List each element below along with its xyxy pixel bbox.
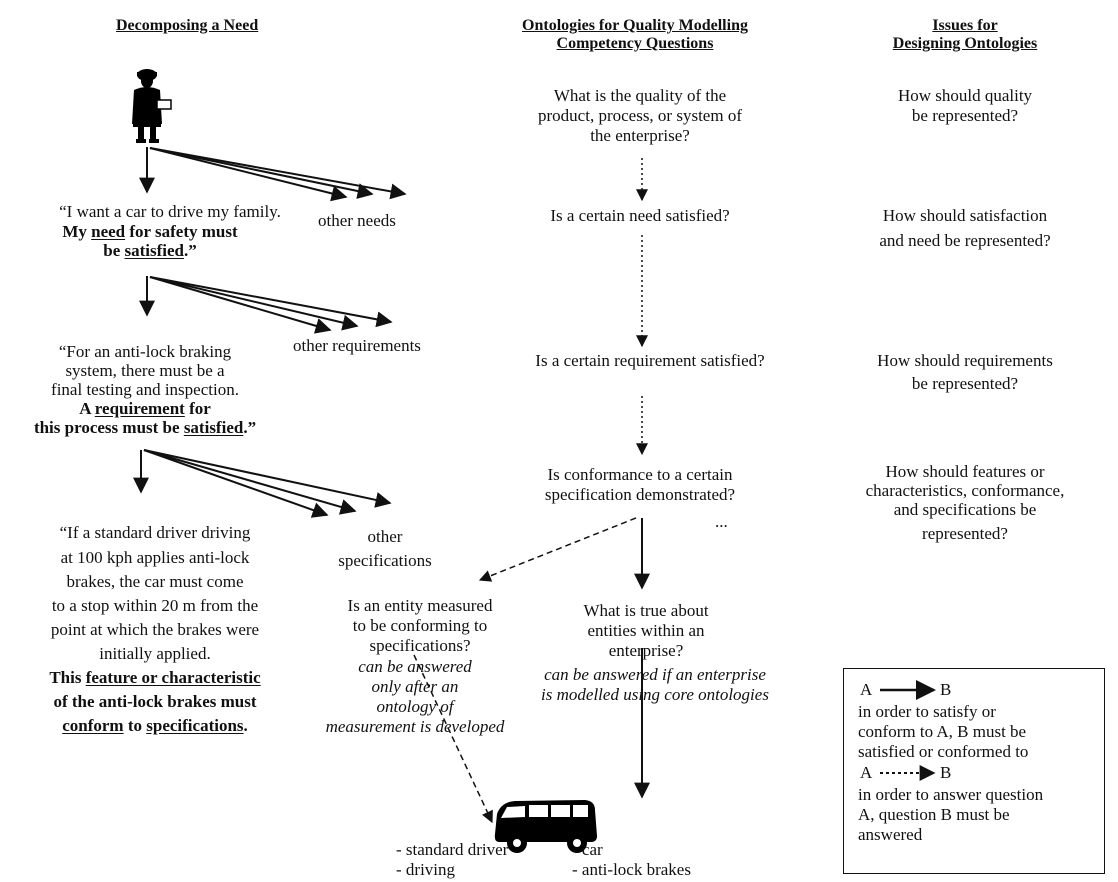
- spec-line-8: of the anti-lock brakes must: [53, 692, 257, 711]
- question-conformance-1: Is conformance to a certain: [547, 465, 733, 484]
- arrow-person-to-other-need-1: [149, 147, 348, 202]
- other-needs-label: other needs: [318, 211, 396, 230]
- req-line-4: A requirement for: [79, 399, 211, 418]
- spec-line-1: “If a standard driver driving: [59, 523, 251, 542]
- header-ontologies: Ontologies for Quality Modelling: [522, 17, 748, 34]
- arrow-q5-to-car: [413, 654, 493, 824]
- req-line-1: “For an anti-lock braking: [58, 342, 232, 361]
- issue-features-3: and specifications be: [893, 500, 1037, 519]
- arrow-req-to-other-spec-3: [143, 449, 392, 508]
- question-true-entities-note-1: can be answered if an enterprise: [544, 665, 766, 684]
- arrow-req-to-other-spec-2: [143, 449, 357, 515]
- legend-b-solid: B: [940, 680, 952, 699]
- entity-car: - car: [572, 840, 603, 859]
- entity-anti-lock-brakes: - anti-lock brakes: [572, 860, 691, 879]
- spec-line-7: This feature or characteristic: [49, 668, 261, 687]
- customer-person-icon: [132, 69, 172, 143]
- req-line-3: final testing and inspection.: [51, 380, 239, 399]
- legend-a-dotted: A: [860, 763, 873, 782]
- spec-line-5: point at which the brakes were: [50, 620, 260, 639]
- arrow-person-to-other-need-3: [149, 147, 407, 200]
- issue-requirements-1: How should requirements: [877, 351, 1053, 370]
- issue-features-4: represented?: [922, 524, 1008, 543]
- question-measured-2: to be conforming to: [352, 616, 488, 635]
- arrow-req-to-other-spec-1: [143, 449, 329, 518]
- legend-box: [843, 668, 1105, 874]
- question-true-entities-2: entities within an: [587, 621, 705, 640]
- spec-line-6: initially applied.: [99, 644, 211, 663]
- question-measured-3: specifications?: [369, 636, 471, 655]
- legend-b-dotted: B: [940, 763, 952, 782]
- legend-a-solid: A: [860, 680, 873, 699]
- req-line-5: this process must be satisfied.”: [33, 418, 257, 437]
- question-need: Is a certain need satisfied?: [550, 206, 730, 225]
- need-line-3: be satisfied.”: [103, 241, 197, 260]
- issue-quality-1: How should quality: [897, 86, 1033, 105]
- legend-dotted-desc-2: A, question B must be: [858, 805, 1010, 824]
- req-line-2: system, there must be a: [65, 361, 225, 380]
- arrow-need-to-other-req-2: [149, 276, 359, 331]
- need-line-2: My need for safety must: [62, 222, 238, 241]
- issue-satisfaction-2: and need be represented?: [879, 231, 1051, 250]
- question-true-entities-1: What is true about: [583, 601, 709, 620]
- header-issues: Issues for: [932, 17, 998, 34]
- question-true-entities-3: enterprise?: [608, 641, 684, 660]
- legend-dotted-desc-3: answered: [858, 825, 923, 844]
- legend-solid-desc-2: conform to A, B must be: [858, 722, 1027, 741]
- legend-dotted-desc-1: in order to answer question: [858, 785, 1044, 804]
- entity-standard-driver: - standard driver: [396, 840, 509, 859]
- issue-features-2: characteristics, conformance,: [865, 481, 1065, 500]
- car-icon: [494, 800, 597, 853]
- question-measured-1: Is an entity measured: [347, 596, 493, 615]
- question-true-entities-note-2: is modelled using core ontologies: [541, 685, 769, 704]
- question-quality-2: product, process, or system of: [538, 106, 742, 125]
- spec-line-4: to a stop within 20 m from the: [51, 596, 259, 615]
- question-requirement: Is a certain requirement satisfied?: [535, 351, 765, 370]
- issue-quality-2: be represented?: [911, 106, 1019, 125]
- spec-line-3: brakes, the car must come: [66, 572, 244, 591]
- question-measured-note-1: can be answered: [358, 657, 472, 676]
- other-specifications-label-2: specifications: [338, 551, 432, 570]
- issue-requirements-2: be represented?: [911, 374, 1019, 393]
- question-measured-note-2: only after an: [371, 677, 459, 696]
- arrow-need-to-other-req-3: [149, 276, 393, 328]
- legend-solid-desc-1: in order to satisfy or: [858, 702, 996, 721]
- arrow-q4-to-q5: [478, 517, 637, 582]
- header-decomposing-need: Decomposing a Need: [116, 17, 259, 34]
- need-line-1: “I want a car to drive my family.: [59, 202, 281, 221]
- header-competency-questions: Competency Questions: [556, 35, 714, 52]
- header-designing-ontologies: Designing Ontologies: [892, 35, 1038, 52]
- question-quality-3: the enterprise?: [590, 126, 690, 145]
- question-measured-note-3: ontology of: [376, 697, 454, 716]
- other-requirements-label: other requirements: [293, 336, 421, 355]
- question-conformance-2: specification demonstrated?: [544, 485, 736, 504]
- entity-driving: - driving: [396, 860, 456, 879]
- question-ellipsis: ...: [715, 512, 728, 531]
- other-specifications-label-1: other: [367, 527, 403, 546]
- question-measured-note-4: measurement is developed: [325, 717, 505, 736]
- question-quality-1: What is the quality of the: [553, 86, 727, 105]
- issue-features-1: How should features or: [885, 462, 1045, 481]
- legend-solid-desc-3: satisfied or conformed to: [858, 742, 1029, 761]
- arrow-need-to-other-req-1: [149, 276, 332, 334]
- issue-satisfaction-1: How should satisfaction: [882, 206, 1048, 225]
- spec-line-9: conform to specifications.: [62, 716, 248, 735]
- spec-line-2: at 100 kph applies anti-lock: [60, 548, 250, 567]
